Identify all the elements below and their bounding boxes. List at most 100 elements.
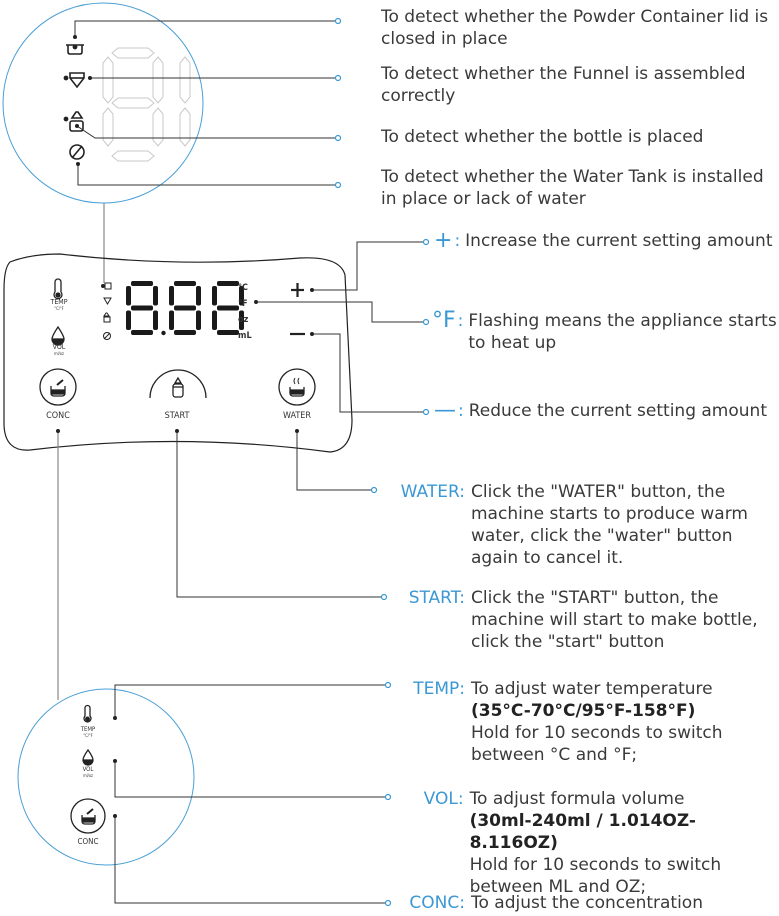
digit-2-segment-1 (217, 305, 239, 311)
bottle-description: To detect whether the bottle is placed (381, 127, 704, 147)
vol-endpoint (384, 793, 392, 801)
bottom-temp-label: TEMP°C/°F (80, 726, 96, 739)
decimal-point (161, 330, 166, 336)
conc-endpoint (384, 899, 392, 907)
ghost-digit (102, 47, 191, 162)
conc-leader-line (114, 816, 386, 904)
funnel-icon (63, 72, 85, 89)
minus-symbol: — (434, 398, 456, 423)
plus-endpoint (422, 238, 430, 246)
seven-segment-display (126, 281, 244, 336)
fahrenheit-description: °F : Flashing means the appliance starts… (432, 308, 777, 354)
bottom-drop-icon (82, 748, 94, 766)
fahrenheit-endpoint (422, 318, 430, 326)
digit-2-segment-5 (212, 310, 217, 330)
panel-bottle-icon (103, 312, 111, 323)
digit-1-segment-5 (169, 310, 174, 330)
temp-range: (35°C-70°C/95°F-158°F) (471, 701, 696, 721)
lid-description: To detect whether the Powder Container l… (381, 7, 769, 49)
bottom-conc-label: CONC (77, 837, 99, 846)
tank-endpoint (334, 181, 342, 189)
minus-endpoint (422, 408, 430, 416)
digit-2-segment-4 (239, 286, 244, 306)
temp-endpoint (384, 681, 392, 689)
bottom-conc-button[interactable] (70, 798, 106, 834)
digit-2-segment-0 (217, 281, 239, 286)
temp-description: TEMP: To adjust water temperature (35°C-… (413, 679, 723, 765)
conc-button[interactable] (39, 368, 77, 406)
drop-icon (51, 325, 65, 346)
powder-container-lid-icon (66, 44, 84, 55)
tank-description: To detect whether the Water Tank is inst… (381, 167, 764, 209)
bottle-leader-line (76, 125, 337, 139)
temp-leader-line (114, 684, 386, 718)
digit-1-segment-6 (196, 310, 201, 330)
digit-1-segment-0 (174, 281, 196, 286)
conc-icon (50, 379, 66, 397)
top-zoom-circle (2, 2, 204, 204)
digit-0-segment-3 (126, 286, 131, 306)
panel-funnel-icon (103, 297, 112, 305)
vol-description: VOL: To adjust formula volume (30ml-240m… (380, 788, 779, 898)
digit-1-segment-1 (174, 305, 196, 311)
unit-labels: °C °F oz mL (238, 280, 252, 344)
digit-1-segment-4 (196, 286, 201, 306)
digit-0-segment-0 (131, 281, 153, 286)
control-panel-outline (3, 253, 353, 453)
panel-tank-icon (103, 332, 111, 340)
digit-0-segment-1 (131, 305, 153, 311)
bottom-conc-icon (81, 808, 96, 825)
water-button[interactable] (278, 368, 316, 406)
tank-leader-line (77, 164, 337, 186)
panel-lid-icon (101, 282, 112, 290)
fahrenheit-leader-line (256, 301, 424, 323)
baby-bottle-icon (172, 376, 184, 398)
vol-range: (30ml-240ml / 1.014OZ-8.116OZ) (469, 811, 696, 853)
digit-1-segment-2 (174, 330, 196, 335)
unit-celsius: °C (238, 283, 248, 293)
digit-0-segment-2 (131, 330, 153, 335)
minus-description: — : Reduce the current setting amount (434, 398, 767, 423)
digit-0-segment-6 (153, 310, 158, 330)
plus-button-icon[interactable] (291, 283, 304, 297)
water-button-label: WATER (282, 411, 312, 421)
funnel-endpoint (334, 74, 342, 82)
digit-1-segment-3 (169, 286, 174, 306)
plus-symbol: + (434, 228, 453, 253)
unit-oz: oz (238, 315, 249, 325)
plus-leader-line (312, 241, 424, 291)
start-endpoint (380, 593, 388, 601)
fahrenheit-symbol: °F (432, 308, 456, 333)
minus-leader-line (312, 333, 424, 413)
bottom-thermometer-icon (83, 704, 92, 723)
start-leader-line (176, 431, 382, 598)
plus-description: + : Increase the current setting amount (434, 228, 773, 253)
panel-temp-label: TEMP°C/°F (50, 298, 68, 312)
lid-endpoint (334, 17, 342, 25)
bottle-endpoint (334, 134, 342, 142)
bottom-zoom-circle (17, 688, 195, 866)
unit-fahrenheit: °F (238, 299, 248, 309)
digit-2-segment-2 (217, 330, 239, 335)
bottle-placed-icon (63, 111, 84, 132)
conc-button-label: CONC (46, 411, 70, 421)
water-tank-icon (69, 144, 85, 160)
start-button-label: START (164, 411, 190, 421)
thermometer-icon (53, 278, 63, 300)
unit-ml: mL (238, 331, 252, 341)
lid-leader-line (74, 20, 337, 37)
water-leader-line (296, 431, 372, 491)
digit-0-segment-5 (126, 310, 131, 330)
water-endpoint (370, 486, 378, 494)
digit-2-segment-6 (239, 310, 244, 330)
funnel-description: To detect whether the Funnel is assemble… (381, 64, 746, 106)
start-button[interactable] (149, 369, 207, 399)
vol-leader-line (114, 761, 386, 798)
conc-description: CONC: To adjust the concentration (409, 893, 703, 913)
digit-2-segment-3 (212, 286, 217, 306)
